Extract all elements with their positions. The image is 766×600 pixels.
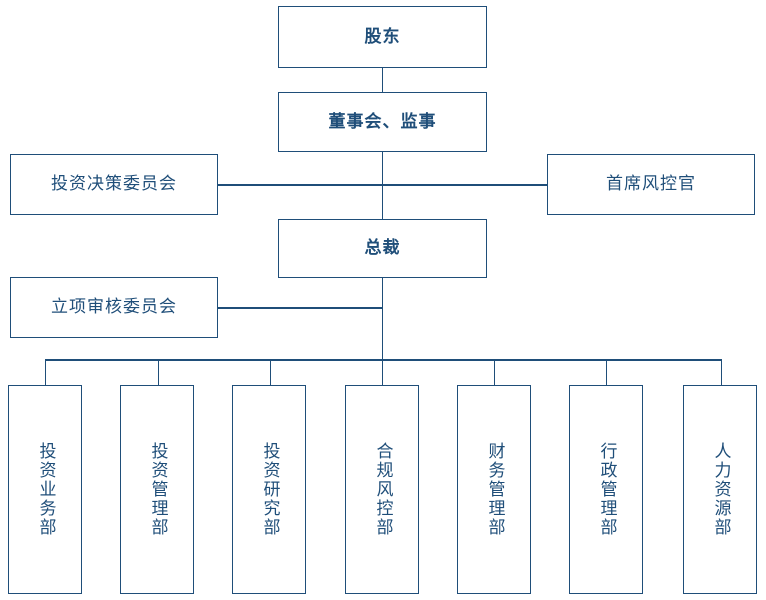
connector-president-bus — [381, 278, 384, 360]
node-shareholder[interactable]: 股东 — [278, 6, 487, 68]
connector-prc-to-spine — [218, 307, 382, 309]
department-label: 合规风控部 — [372, 442, 393, 537]
node-president[interactable]: 总裁 — [278, 219, 487, 278]
connector-bus-dept-5 — [493, 359, 496, 385]
connector-bus-dept-3 — [269, 359, 272, 385]
connector-bus-dept-7 — [720, 359, 723, 385]
department-label: 财务管理部 — [484, 442, 505, 537]
node-prc-label: 立项审核委员会 — [51, 297, 177, 318]
node-idc-label: 投资决策委员会 — [51, 174, 177, 195]
connector-bus-dept-1 — [44, 359, 47, 385]
department-label: 投资管理部 — [147, 442, 168, 537]
node-president-label: 总裁 — [364, 238, 401, 259]
node-department-investment-management[interactable]: 投资管理部 — [120, 385, 194, 594]
node-board-label: 董事会、监事 — [328, 111, 437, 132]
node-shareholder-label: 股东 — [364, 26, 401, 47]
connector-shareholder-board — [381, 68, 384, 93]
node-board-of-directors[interactable]: 董事会、监事 — [278, 92, 487, 152]
connector-bus-dept-6 — [605, 359, 608, 385]
department-label: 人力资源部 — [710, 442, 731, 537]
connector-spine-to-cro — [381, 184, 548, 186]
connector-bus-dept-2 — [157, 359, 160, 385]
node-department-compliance-risk-control[interactable]: 合规风控部 — [345, 385, 419, 594]
department-label: 投资研究部 — [259, 442, 280, 537]
node-department-investment-research[interactable]: 投资研究部 — [232, 385, 306, 594]
node-department-investment-business[interactable]: 投资业务部 — [8, 385, 82, 594]
node-project-review-committee[interactable]: 立项审核委员会 — [10, 277, 218, 338]
department-label: 行政管理部 — [596, 442, 617, 537]
node-chief-risk-officer[interactable]: 首席风控官 — [547, 154, 755, 215]
node-cro-label: 首席风控官 — [606, 174, 696, 195]
node-department-human-resources[interactable]: 人力资源部 — [683, 385, 757, 594]
node-investment-decision-committee[interactable]: 投资决策委员会 — [10, 154, 218, 215]
connector-idc-to-spine — [218, 184, 382, 186]
connector-bus-dept-4 — [381, 359, 384, 385]
node-department-finance-management[interactable]: 财务管理部 — [457, 385, 531, 594]
node-department-administration-management[interactable]: 行政管理部 — [569, 385, 643, 594]
department-label: 投资业务部 — [35, 442, 56, 537]
